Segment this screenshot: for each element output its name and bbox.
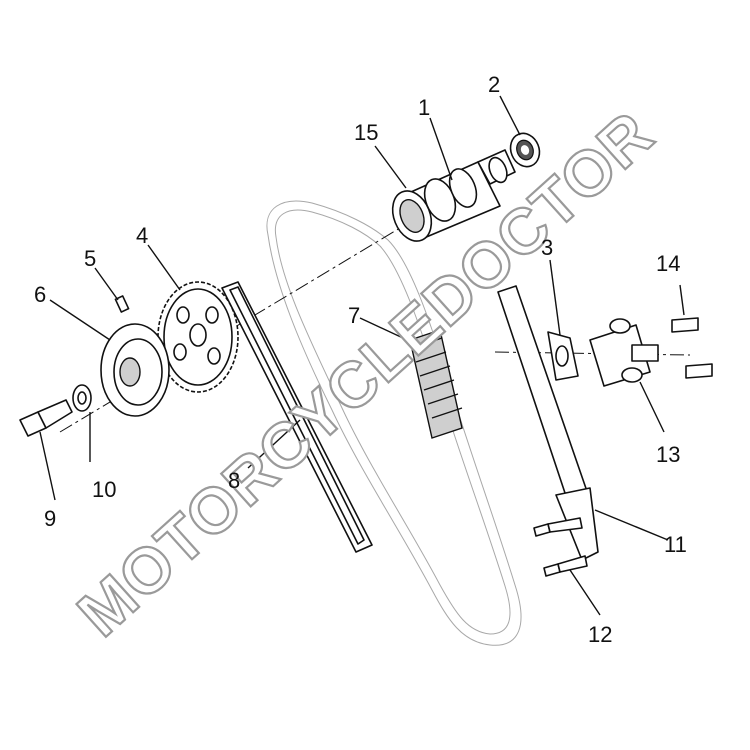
callout-labels: 1 2 3 4 5 6 7 8 9 10 11 12 13 14 15 bbox=[34, 72, 687, 647]
sprocket-bolt bbox=[19, 399, 73, 437]
callout-14: 14 bbox=[656, 251, 680, 276]
callout-4: 4 bbox=[136, 223, 148, 248]
callout-6: 6 bbox=[34, 282, 46, 307]
washer bbox=[72, 384, 92, 412]
cam-plate bbox=[100, 323, 170, 417]
cam-chain-loop bbox=[266, 200, 522, 646]
guide-bolts bbox=[533, 517, 588, 577]
camshaft-bearing bbox=[509, 132, 541, 168]
dowel-pin bbox=[114, 295, 130, 313]
callout-8: 8 bbox=[228, 468, 240, 493]
cam-chain bbox=[409, 329, 463, 439]
leader-lines bbox=[39, 95, 685, 616]
tensioner-guide bbox=[497, 285, 599, 561]
chain-guide bbox=[221, 281, 373, 553]
callout-15: 15 bbox=[354, 120, 378, 145]
cam-chain-tensioner bbox=[589, 318, 659, 387]
callout-2: 2 bbox=[488, 72, 500, 97]
callout-5: 5 bbox=[84, 246, 96, 271]
callout-12: 12 bbox=[588, 622, 612, 647]
callout-3: 3 bbox=[541, 235, 553, 260]
callout-13: 13 bbox=[656, 442, 680, 467]
callout-9: 9 bbox=[44, 506, 56, 531]
tensioner-bolts bbox=[671, 317, 713, 379]
camshaft bbox=[391, 149, 516, 242]
callout-7: 7 bbox=[348, 303, 360, 328]
tensioner-gasket bbox=[547, 331, 579, 381]
callout-10: 10 bbox=[92, 477, 116, 502]
cam-sprocket bbox=[157, 281, 239, 393]
callout-1: 1 bbox=[418, 95, 430, 120]
callout-11: 11 bbox=[664, 532, 687, 557]
